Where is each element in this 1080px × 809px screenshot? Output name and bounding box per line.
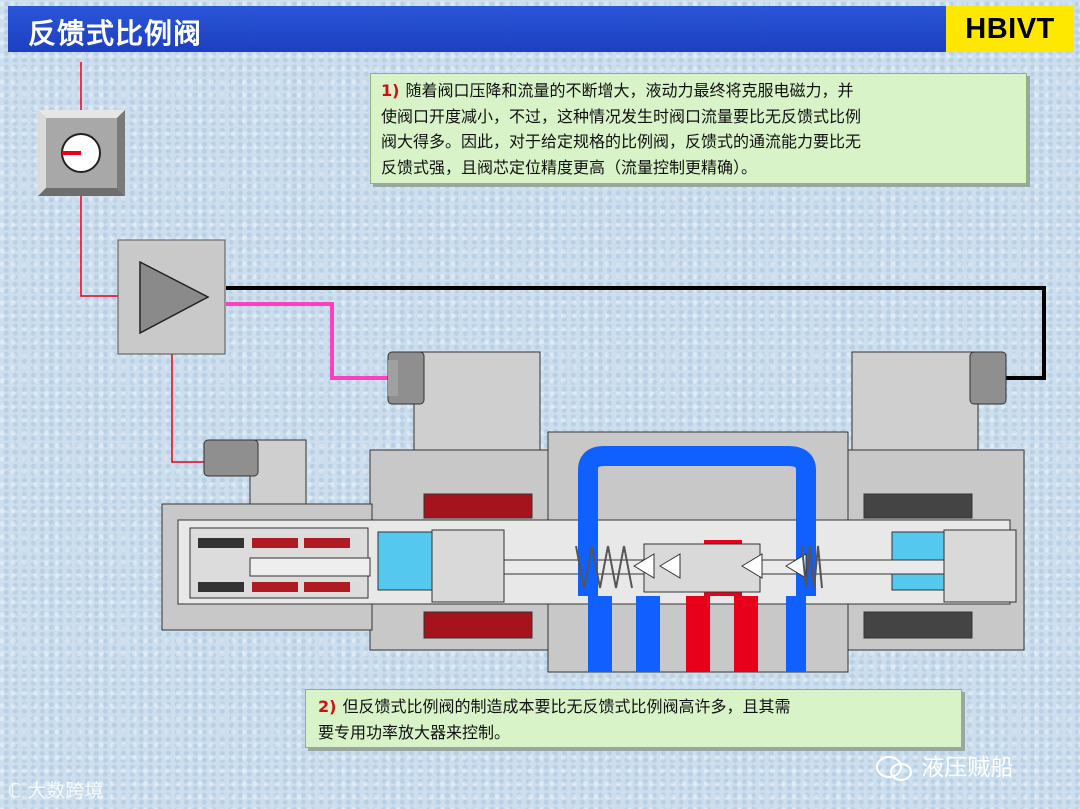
page-title: 反馈式比例阀 xyxy=(28,17,203,50)
note-1-line-3: 阀大得多。因此，对于给定规格的比例阀，反馈式的通流能力要比无 xyxy=(381,132,862,151)
brand-text: HBIVT xyxy=(965,13,1055,45)
amplifier-triangle-icon xyxy=(117,239,226,355)
title-bar: 反馈式比例阀 xyxy=(8,6,946,52)
brand-logo: HBIVT xyxy=(946,6,1074,52)
feedback-line xyxy=(226,286,1046,380)
watermark-bottom-left: ℂ 大数跨境 xyxy=(8,780,104,802)
note-2-number: 2) xyxy=(318,697,337,716)
note-1: 1) 随着阀口压降和流量的不断增大，液动力最终将克服电磁力，并 使阀口开度减小，不… xyxy=(370,73,1027,184)
signal-wires xyxy=(80,62,1046,463)
watermark-bottom-right: 液压贼船 xyxy=(874,748,1013,783)
watermark-bottom-right-text: 液压贼船 xyxy=(921,755,1014,781)
watermark-bottom-left-text: 大数跨境 xyxy=(27,780,104,802)
note-1-number: 1) xyxy=(381,81,400,100)
valve-body xyxy=(161,351,1025,673)
note-2: 2) 但反馈式比例阀的制造成本要比无反馈式比例阀高许多，且其需 要专用功率放大器来… xyxy=(305,689,962,748)
note-2-line-1: 但反馈式比例阀的制造成本要比无反馈式比例阀高许多，且其需 xyxy=(342,697,791,716)
wechat-icon xyxy=(876,755,912,781)
note-1-line-2: 使阀口开度减小，不过，这种情况发生时阀口流量要比无反馈式比例 xyxy=(381,106,862,126)
coil-signal-line xyxy=(226,302,388,380)
note-1-line-4: 反馈式强，且阀芯定位精度更高（流量控制更精确）。 xyxy=(381,157,758,177)
potentiometer-icon xyxy=(38,110,125,196)
note-2-line-2: 要专用功率放大器来控制。 xyxy=(318,722,511,742)
note-1-line-1: 随着阀口压降和流量的不断增大，液动力最终将克服电磁力，并 xyxy=(405,81,854,100)
